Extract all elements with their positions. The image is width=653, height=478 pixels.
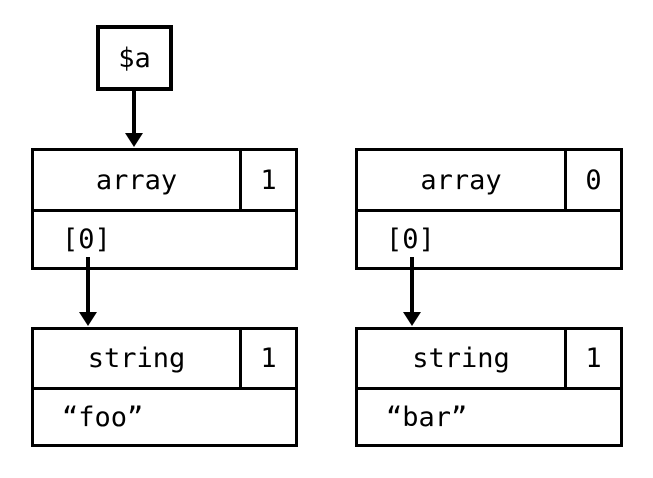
zval-header: string 1 bbox=[34, 330, 295, 390]
zval-box-array-left: array 1 [0] bbox=[31, 148, 298, 270]
arrow-line bbox=[132, 91, 136, 133]
zval-box-string-right: string 1 “bar” bbox=[355, 327, 623, 447]
refcount-cell: 1 bbox=[239, 151, 295, 209]
string-value-cell: “bar” bbox=[386, 401, 468, 433]
variable-label: $a bbox=[118, 42, 151, 74]
arrow-line bbox=[86, 257, 90, 312]
variable-box: $a bbox=[96, 25, 173, 91]
arrow-variable-to-left-array bbox=[125, 91, 143, 147]
array-key-cell: [0] bbox=[62, 224, 111, 255]
arrow-line bbox=[410, 257, 414, 312]
refcount-cell: 1 bbox=[239, 330, 295, 387]
type-cell: array bbox=[95, 164, 178, 196]
type-cell: string bbox=[87, 343, 186, 374]
zval-box-array-right: array 0 [0] bbox=[355, 148, 623, 270]
type-cell: string bbox=[412, 343, 510, 374]
zval-box-string-left: string 1 “foo” bbox=[31, 327, 298, 447]
type-cell: array bbox=[420, 164, 502, 196]
arrow-right-array-to-right-string bbox=[403, 257, 421, 326]
zval-header: array 0 bbox=[358, 151, 620, 212]
array-key-cell: [0] bbox=[386, 224, 435, 255]
arrow-head bbox=[403, 312, 421, 326]
refcount-cell: 0 bbox=[564, 151, 620, 209]
zval-header: array 1 bbox=[34, 151, 295, 212]
arrow-head bbox=[125, 133, 143, 147]
string-value-cell: “foo” bbox=[62, 401, 144, 433]
arrow-head bbox=[79, 312, 97, 326]
arrow-left-array-to-left-string bbox=[79, 257, 97, 326]
refcount-cell: 1 bbox=[564, 330, 620, 387]
zval-header: string 1 bbox=[358, 330, 620, 390]
